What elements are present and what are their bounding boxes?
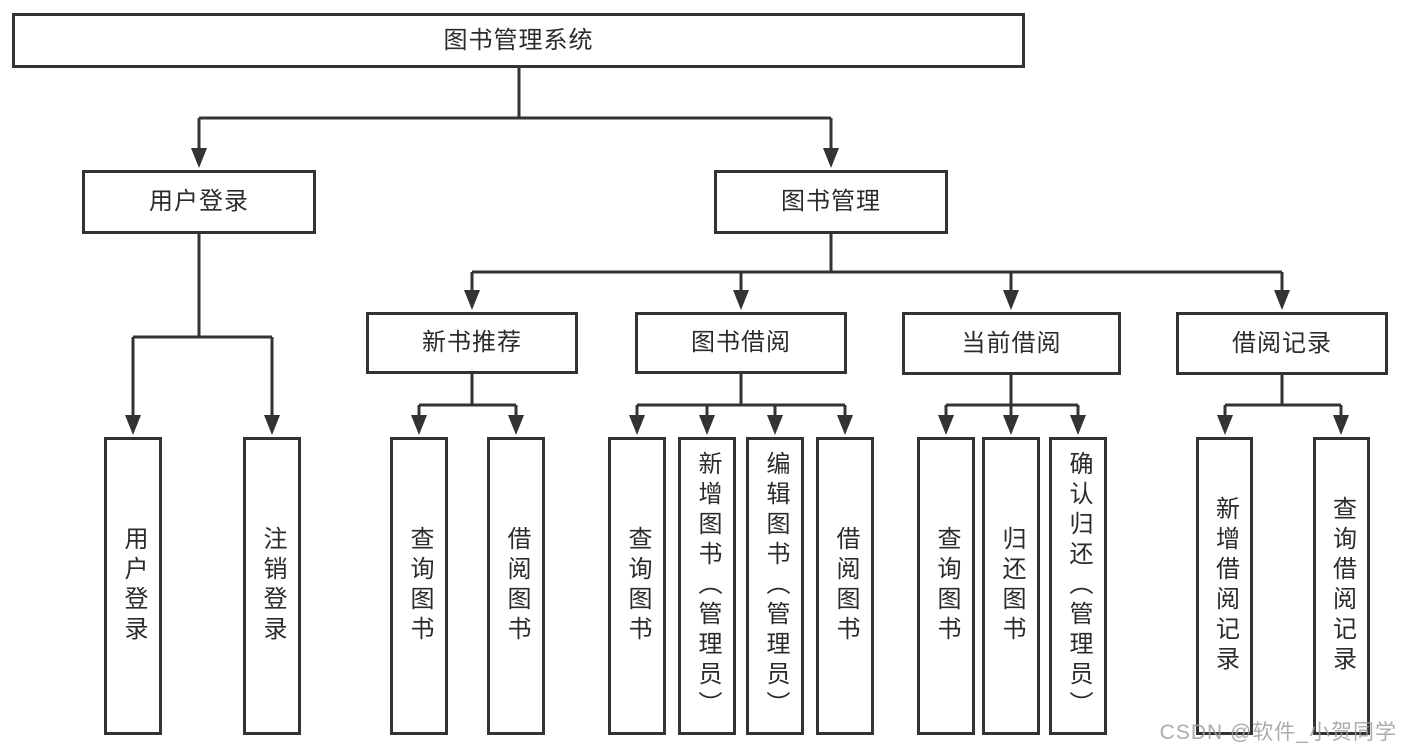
leaf-borrow-books-1: 借阅图书 xyxy=(487,437,545,735)
leaf-confirm-return-admin: 确认归还（管理员） xyxy=(1049,437,1107,735)
arrowheads xyxy=(125,148,1349,435)
csdn-watermark: CSDN @软件_小贺同学 xyxy=(1159,721,1397,744)
node-book-management: 图书管理 xyxy=(714,170,948,234)
leaf-label: 查询图书 xyxy=(933,526,960,646)
leaf-label: 查询图书 xyxy=(406,526,433,646)
leaf-label: 归还图书 xyxy=(998,526,1025,646)
leaf-label: 借阅图书 xyxy=(503,526,530,646)
node-new-book-recommend: 新书推荐 xyxy=(366,312,578,374)
leaf-label: 用户登录 xyxy=(120,526,147,646)
node-borrow-records: 借阅记录 xyxy=(1176,312,1388,375)
leaf-label: 新增图书（管理员） xyxy=(694,451,721,721)
leaf-add-borrow-record: 新增借阅记录 xyxy=(1196,437,1253,735)
node-book-borrow: 图书借阅 xyxy=(635,312,847,374)
leaf-label: 编辑图书（管理员） xyxy=(762,451,789,721)
leaf-label: 借阅图书 xyxy=(832,526,859,646)
leaf-label: 查询借阅记录 xyxy=(1328,496,1356,676)
leaf-label: 注销登录 xyxy=(259,526,286,646)
node-current-borrow: 当前借阅 xyxy=(902,312,1121,375)
leaf-query-borrow-record: 查询借阅记录 xyxy=(1313,437,1370,735)
leaf-label: 确认归还（管理员） xyxy=(1065,451,1092,721)
leaf-borrow-books-2: 借阅图书 xyxy=(816,437,874,735)
leaf-add-books-admin: 新增图书（管理员） xyxy=(678,437,736,735)
leaf-edit-books-admin: 编辑图书（管理员） xyxy=(746,437,804,735)
node-user-login: 用户登录 xyxy=(82,170,316,234)
leaf-query-books-3: 查询图书 xyxy=(917,437,975,735)
leaf-query-books-1: 查询图书 xyxy=(390,437,448,735)
leaf-logout: 注销登录 xyxy=(243,437,301,735)
leaf-user-login: 用户登录 xyxy=(104,437,162,735)
leaf-label: 查询图书 xyxy=(624,526,651,646)
leaf-return-books: 归还图书 xyxy=(982,437,1040,735)
leaf-label: 新增借阅记录 xyxy=(1211,496,1239,676)
leaf-query-books-2: 查询图书 xyxy=(608,437,666,735)
node-root-system: 图书管理系统 xyxy=(12,13,1025,68)
